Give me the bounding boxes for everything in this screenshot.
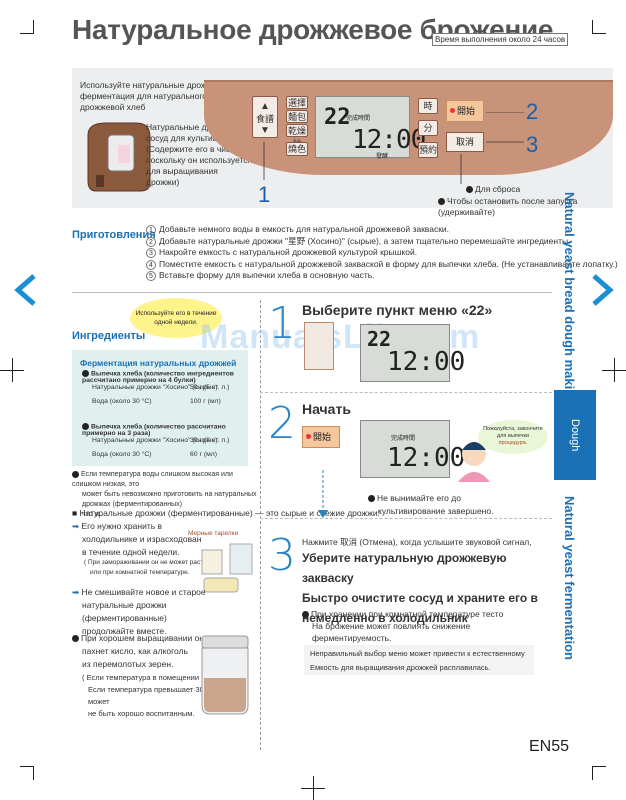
minute-button[interactable]: 分 bbox=[418, 120, 438, 136]
fermentation-title: Ферментация натуральных дрожжей bbox=[80, 358, 237, 368]
step-3-store-note: При хранении при комнатной температуре т… bbox=[302, 608, 503, 644]
ingredient-label: Натуральные дрожжи "Хосино" (сырые) bbox=[92, 437, 218, 444]
bullet-icon bbox=[72, 470, 79, 478]
step-1-lcd: 22 12:00 bbox=[360, 324, 465, 382]
lcd-label: 完成時間 bbox=[346, 116, 371, 122]
step-2-start-button[interactable]: 開始 bbox=[302, 426, 340, 448]
registration-mark bbox=[614, 358, 615, 382]
ingredient-value: 60 г (мл) bbox=[190, 451, 217, 458]
page-number: EN55 bbox=[529, 738, 570, 755]
step-2-lcd: 完成時間 12:00 bbox=[360, 420, 465, 478]
room-temp-note: ( Если температура в помещении Если темп… bbox=[82, 673, 230, 718]
start-button[interactable]: 開始 bbox=[446, 100, 484, 122]
measure-label: Мерные тарелки bbox=[188, 530, 239, 537]
crop-mark bbox=[592, 20, 606, 34]
raw-yeast-note: ■ Натуральные дрожжи (ферментированные) … bbox=[72, 508, 380, 518]
panel-button-crust[interactable]: 燒色 bbox=[286, 142, 308, 156]
bullet-icon bbox=[82, 423, 89, 430]
temperature-note: Если температура воды слишком высокая ил… bbox=[72, 470, 257, 518]
yeast-container-illustration bbox=[201, 635, 249, 715]
section-tab-dough[interactable]: Dough bbox=[554, 390, 596, 480]
bullet-icon bbox=[466, 186, 473, 194]
group1-heading: Выпечка хлеба (количество ингредиентов р… bbox=[82, 370, 234, 385]
storage-note: ➡ Его нужно хранить в холодильнике и изр… bbox=[72, 521, 202, 557]
duration-note: Время выполнения около 24 часов bbox=[432, 33, 569, 46]
ingredient-label: Натуральные дрожжи "Хосино" (сырые) bbox=[92, 384, 218, 391]
callout-2: 2 bbox=[526, 99, 539, 124]
fermentation-box bbox=[72, 350, 248, 466]
start-indicator-icon bbox=[306, 434, 311, 439]
warning-box: Неправильный выбор меню может привести к… bbox=[304, 645, 534, 675]
bullet-icon bbox=[72, 635, 79, 643]
next-page-icon[interactable] bbox=[584, 272, 620, 308]
menu-button-illustration bbox=[304, 322, 334, 370]
divider bbox=[260, 300, 261, 750]
step-3-number: 3 bbox=[268, 530, 296, 581]
lcd-status: 發酵 bbox=[376, 154, 389, 160]
ingredient-value: 100 г (мл) bbox=[190, 398, 221, 405]
step-1-number: 1 bbox=[268, 298, 296, 349]
divider bbox=[72, 292, 552, 293]
step-2-heading: Начать bbox=[302, 401, 351, 417]
reset-note: Для сброса bbox=[466, 184, 520, 195]
lcd-menu-number: 22 bbox=[324, 105, 351, 130]
registration-mark bbox=[12, 358, 13, 382]
bullet-icon bbox=[302, 611, 309, 619]
cancel-button[interactable]: 取消 bbox=[446, 132, 484, 152]
lcd-time: 12:00 bbox=[352, 125, 426, 155]
stop-note: Чтобы остановить после запуска (удержива… bbox=[438, 196, 578, 217]
bullet-icon bbox=[368, 495, 375, 503]
side-title-top: Natural yeast bread dough making bbox=[562, 192, 577, 406]
ingredient-label: Вода (около 30 °C) bbox=[92, 398, 152, 405]
divider bbox=[260, 518, 552, 519]
registration-mark bbox=[301, 788, 325, 789]
flow-arrow-icon bbox=[318, 470, 328, 518]
ingredient-value: 50 г (5 ст. л.) bbox=[190, 384, 230, 391]
step-1-heading: Выберите пункт меню «22» bbox=[302, 302, 493, 318]
menu-button[interactable]: ▲食譜▼ bbox=[252, 96, 278, 138]
step-2-number: 2 bbox=[268, 398, 296, 449]
bread-machine-illustration bbox=[87, 122, 151, 192]
callout-3: 3 bbox=[526, 132, 539, 157]
ingredient-value: 30 г (3 ст. л.) bbox=[190, 437, 230, 444]
panel-button-bread[interactable]: 麵包 bbox=[286, 110, 308, 123]
panel-button-select[interactable]: 選擇 bbox=[286, 96, 308, 109]
crop-mark bbox=[20, 20, 34, 34]
chef-illustration bbox=[458, 442, 490, 482]
prev-page-icon[interactable] bbox=[8, 272, 44, 308]
bullet-icon bbox=[82, 370, 89, 377]
crop-mark bbox=[592, 766, 606, 780]
ingredients-heading: Ингредиенты bbox=[72, 330, 146, 342]
step-3-intro: Нажмите 取消 (Отмена), когда услышите звук… bbox=[302, 537, 532, 547]
prep-heading: Приготовления bbox=[72, 229, 156, 241]
side-title-bottom: Natural yeast fermentation bbox=[562, 496, 577, 660]
ingredient-label: Вода (около 30 °C) bbox=[92, 451, 152, 458]
divider bbox=[260, 392, 552, 393]
growth-note: При хорошем выращивании он пахнет кисло,… bbox=[72, 632, 207, 671]
timer-button[interactable]: 預約 bbox=[418, 142, 438, 158]
step-2-note: Не вынимайте его до культивирование заве… bbox=[368, 492, 493, 518]
callout-1: 1 bbox=[258, 182, 271, 207]
start-indicator-icon bbox=[450, 108, 455, 113]
measuring-cups-illustration bbox=[201, 543, 253, 593]
mixing-note: ➡ Не смешивайте новое и старое натуральн… bbox=[72, 587, 206, 636]
lcd-display: 完成時間 22 12:00 發酵 bbox=[315, 96, 426, 160]
group2-heading: Выпечка хлеба (количество рассчитано при… bbox=[82, 423, 226, 438]
crop-mark bbox=[20, 766, 34, 780]
callout-lines bbox=[263, 112, 524, 184]
bullet-icon bbox=[438, 198, 445, 206]
hour-button[interactable]: 時 bbox=[418, 98, 438, 114]
